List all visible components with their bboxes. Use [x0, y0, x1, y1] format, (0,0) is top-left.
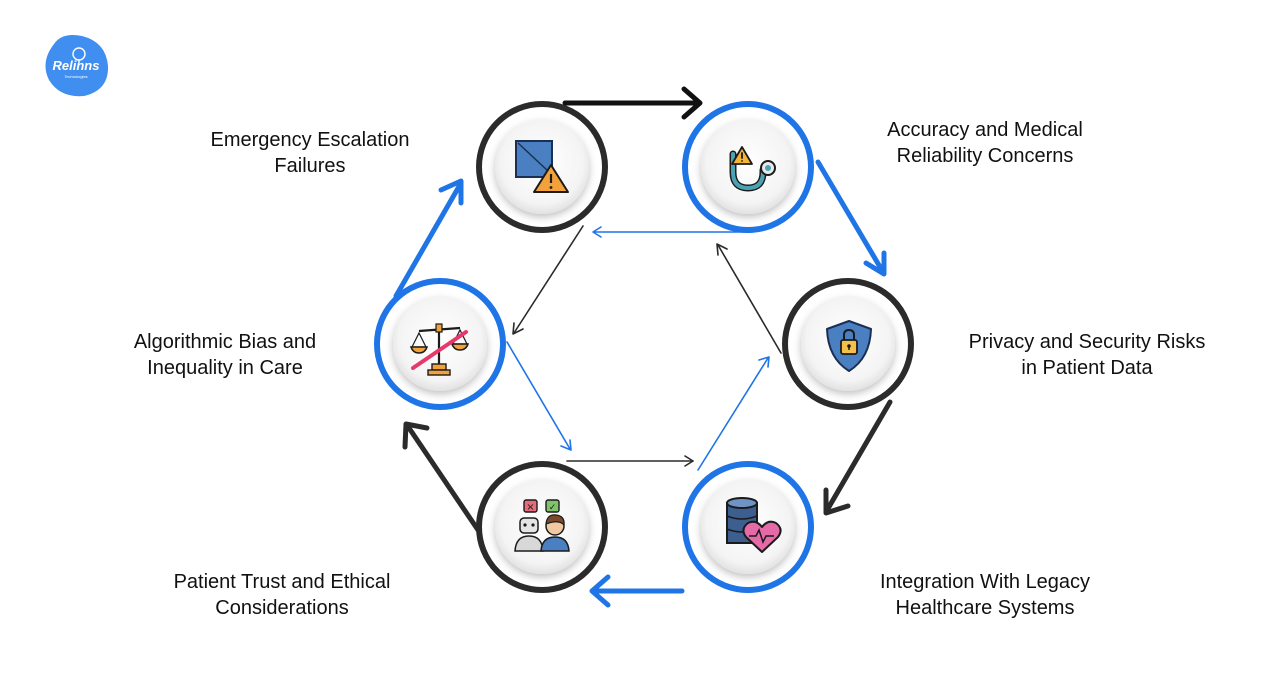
node-trust: × ✓: [476, 461, 608, 593]
label-line: Healthcare Systems: [895, 597, 1075, 619]
company-logo: Relinns Technologies: [42, 30, 110, 98]
robot-human-icon: × ✓: [514, 499, 570, 552]
inner-arrows: [506, 225, 782, 471]
label-bias: Algorithmic Bias and Inequality in Care: [108, 329, 342, 381]
svg-text:×: ×: [526, 502, 534, 513]
label-integration: Integration With Legacy Healthcare Syste…: [850, 569, 1120, 621]
label-line: Emergency Escalation: [210, 129, 410, 151]
label-line: Privacy and Security Risks: [968, 331, 1206, 353]
label-line: Accuracy and Medical: [887, 119, 1083, 141]
inner-arrow-privacy-to-accuracy: [716, 243, 782, 354]
label-line: Reliability Concerns: [896, 145, 1074, 167]
node-privacy: [782, 278, 914, 410]
label-privacy: Privacy and Security Risks in Patient Da…: [944, 329, 1230, 381]
node-integration: [682, 461, 814, 593]
inner-arrow-accuracy-to-emergency: [592, 226, 753, 238]
label-line: Patient Trust and Ethical: [173, 571, 391, 593]
node-accuracy: [682, 101, 814, 233]
inner-arrow-bias-to-trust: [506, 341, 572, 451]
label-line: in Patient Data: [1021, 357, 1153, 379]
inner-arrow-integration-to-privacy: [697, 356, 770, 471]
shield-lock-icon: [826, 320, 872, 372]
arrow-accuracy-to-privacy: [815, 159, 887, 277]
label-trust: Patient Trust and Ethical Considerations: [148, 569, 416, 621]
label-line: Algorithmic Bias and: [133, 331, 317, 353]
logo-tagline: Technologies: [64, 74, 88, 79]
label-line: Failures: [274, 155, 346, 177]
label-line: Considerations: [215, 597, 349, 619]
logo-name: Reli: [52, 58, 77, 73]
inner-arrow-emergency-to-bias: [512, 225, 584, 335]
arrow-integration-to-trust: [589, 574, 685, 608]
arrow-emergency-to-accuracy: [562, 86, 703, 120]
arrow-trust-to-bias: [402, 421, 481, 533]
arrow-privacy-to-integration: [823, 399, 893, 516]
node-emergency: [476, 101, 608, 233]
outer-arrows: [393, 86, 893, 608]
label-line: Inequality in Care: [147, 357, 303, 379]
stethoscope-warning-icon: [729, 146, 776, 192]
arrow-bias-to-emergency: [393, 178, 464, 299]
svg-text:✓: ✓: [549, 503, 557, 513]
scale-bias-icon: [409, 323, 470, 376]
logo-name-suffix: nns: [76, 58, 100, 73]
label-emergency: Emergency Escalation Failures: [188, 127, 432, 179]
label-line: Integration With Legacy: [879, 571, 1091, 593]
inner-arrow-trust-to-integration: [566, 455, 694, 467]
label-accuracy: Accuracy and Medical Reliability Concern…: [858, 117, 1112, 169]
logo-badge-icon: [45, 35, 109, 97]
node-bias: [374, 278, 506, 410]
database-heart-icon: [726, 497, 782, 553]
warning-sign-icon: [515, 140, 569, 193]
